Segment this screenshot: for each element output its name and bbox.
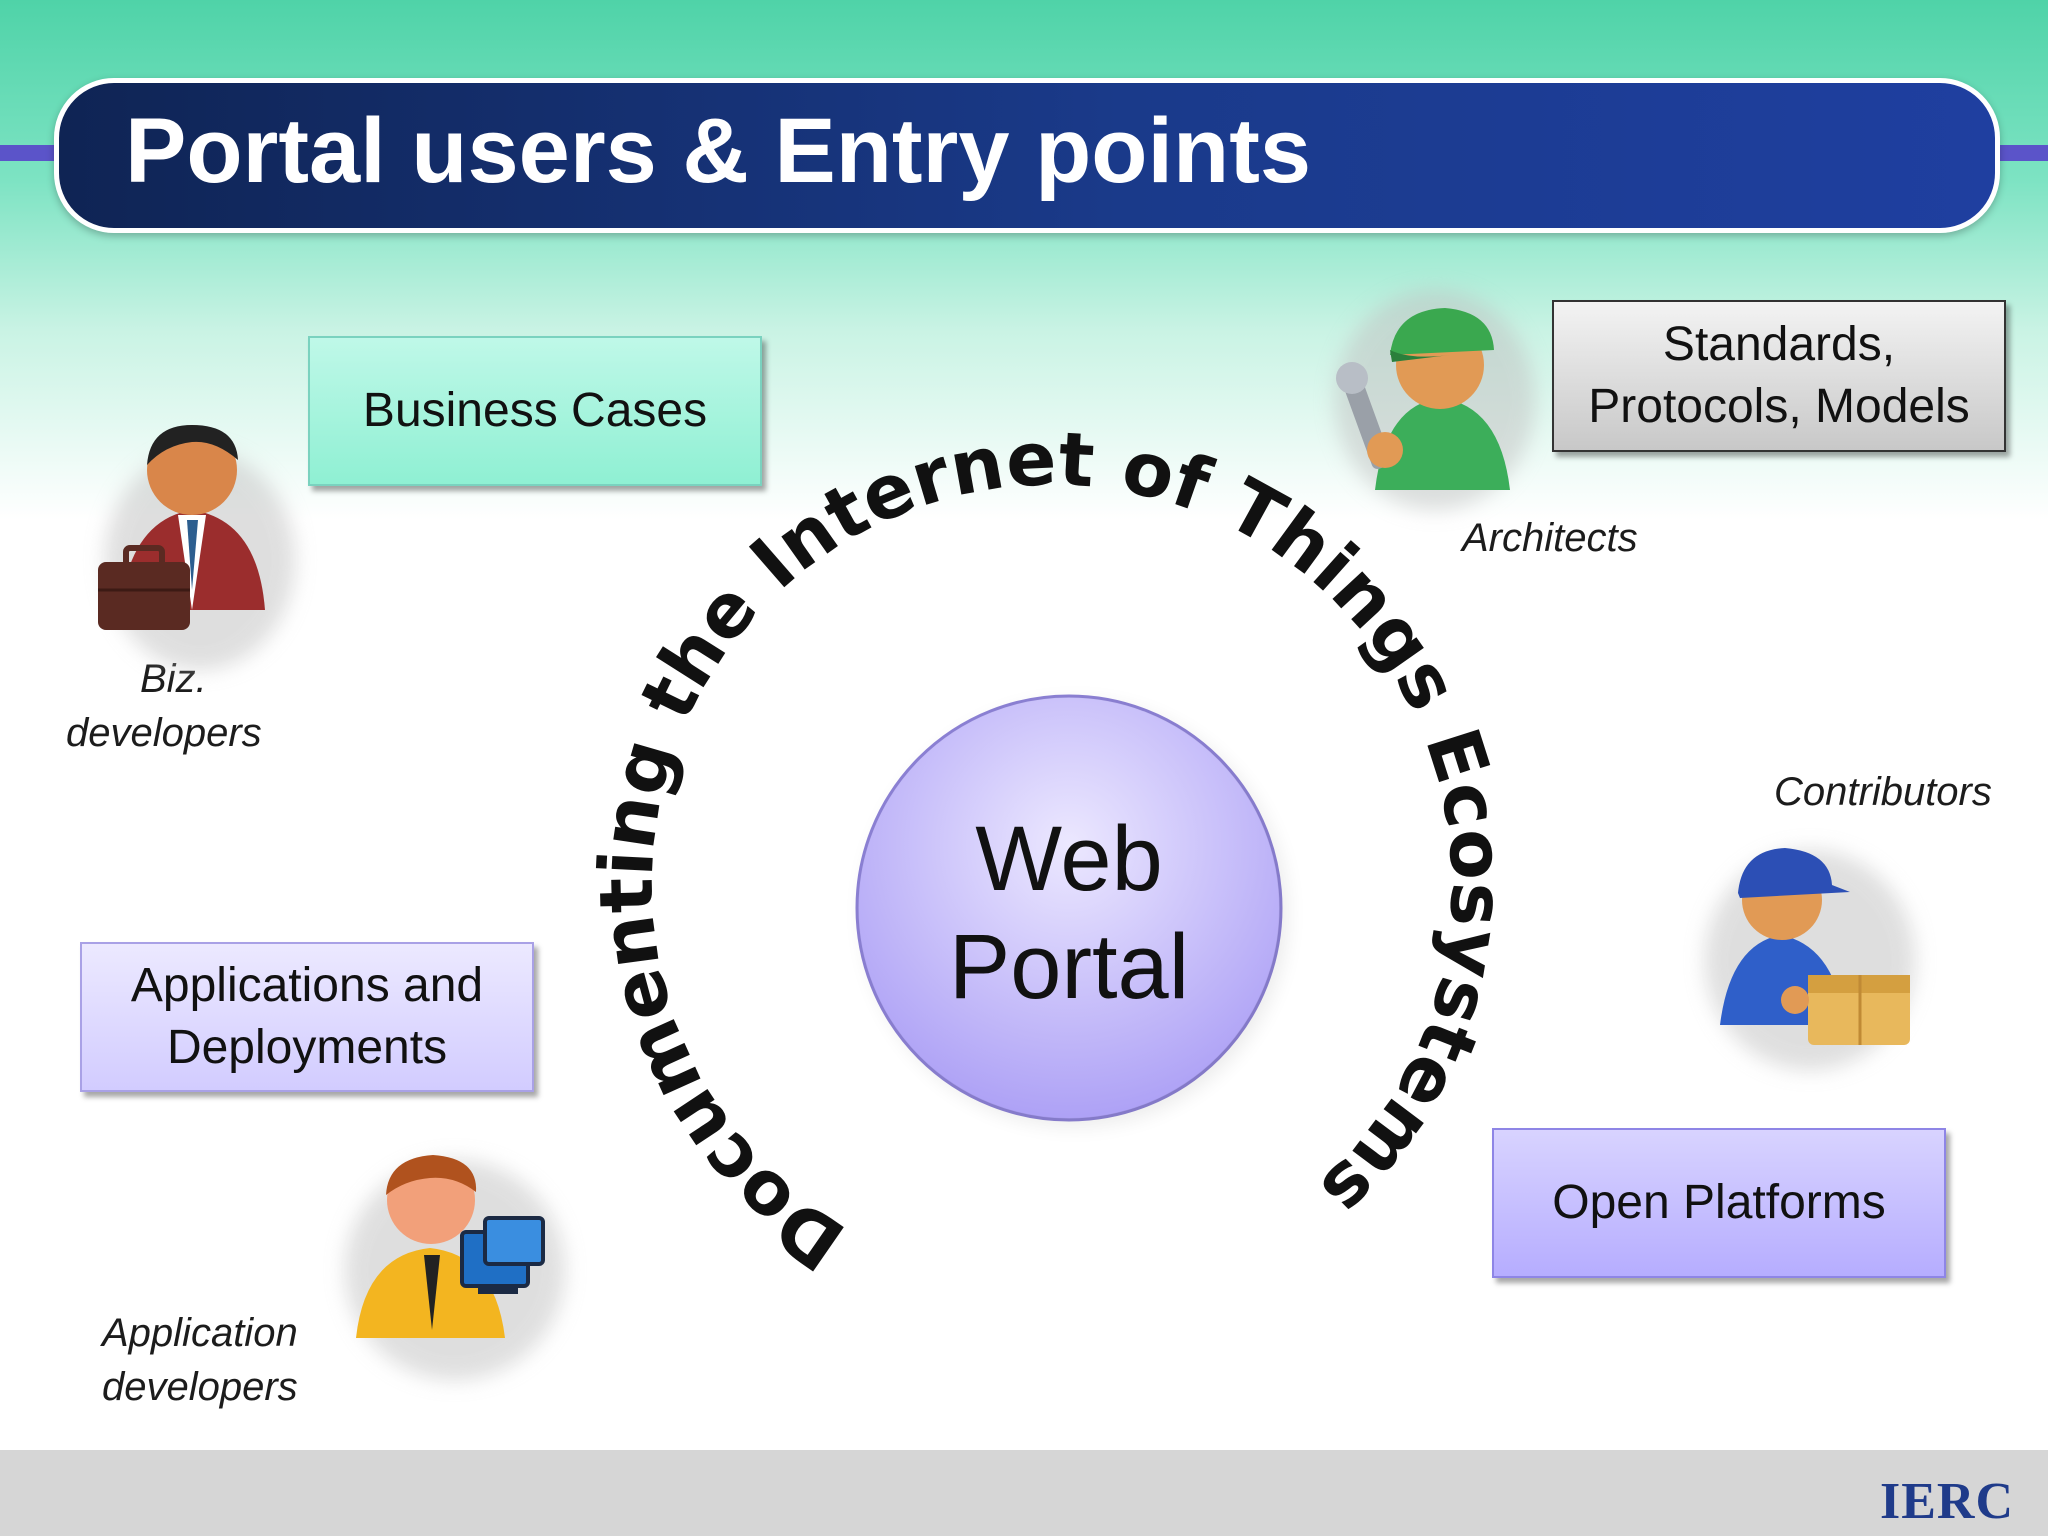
- biz-role-label-line2: developers: [66, 711, 262, 755]
- ierc-logo: IERC: [1879, 1473, 2014, 1530]
- applications-label-line1: Applications and: [130, 959, 484, 1012]
- application-developer-icon: [345, 1155, 565, 1380]
- web-portal-label-line2: Portal: [948, 916, 1190, 1018]
- footer-bar: [0, 1450, 2048, 1536]
- business-cases-box: Business Cases: [308, 336, 762, 486]
- applications-box: Applications and Deployments: [80, 942, 534, 1092]
- open-platforms-box: Open Platforms: [1492, 1128, 1946, 1278]
- title-bar: [54, 78, 2000, 233]
- business-cases-label: Business Cases: [362, 384, 708, 437]
- architects-role-label: Architects: [1462, 516, 1638, 560]
- contributor-icon: [1705, 848, 1915, 1070]
- businessman-icon: [98, 425, 295, 670]
- contributors-role-label: Contributors: [1774, 770, 1992, 814]
- page-title: Portal users & Entry points: [125, 100, 1312, 202]
- open-platforms-label: Open Platforms: [1552, 1176, 1886, 1229]
- appdev-role-label-line2: developers: [102, 1365, 298, 1409]
- standards-label-line1: Standards,: [1662, 318, 1896, 371]
- appdev-role-label-line1: Application: [102, 1311, 298, 1355]
- web-portal-circle: [855, 694, 1287, 1126]
- standards-label-line2: Protocols, Models: [1588, 380, 1970, 433]
- web-portal-label-line1: Web: [975, 808, 1163, 910]
- web-portal-label: Web Portal: [869, 805, 1269, 1021]
- architect-icon: [1335, 290, 1535, 510]
- standards-box: Standards, Protocols, Models: [1552, 300, 2006, 452]
- applications-label-line2: Deployments: [166, 1021, 448, 1074]
